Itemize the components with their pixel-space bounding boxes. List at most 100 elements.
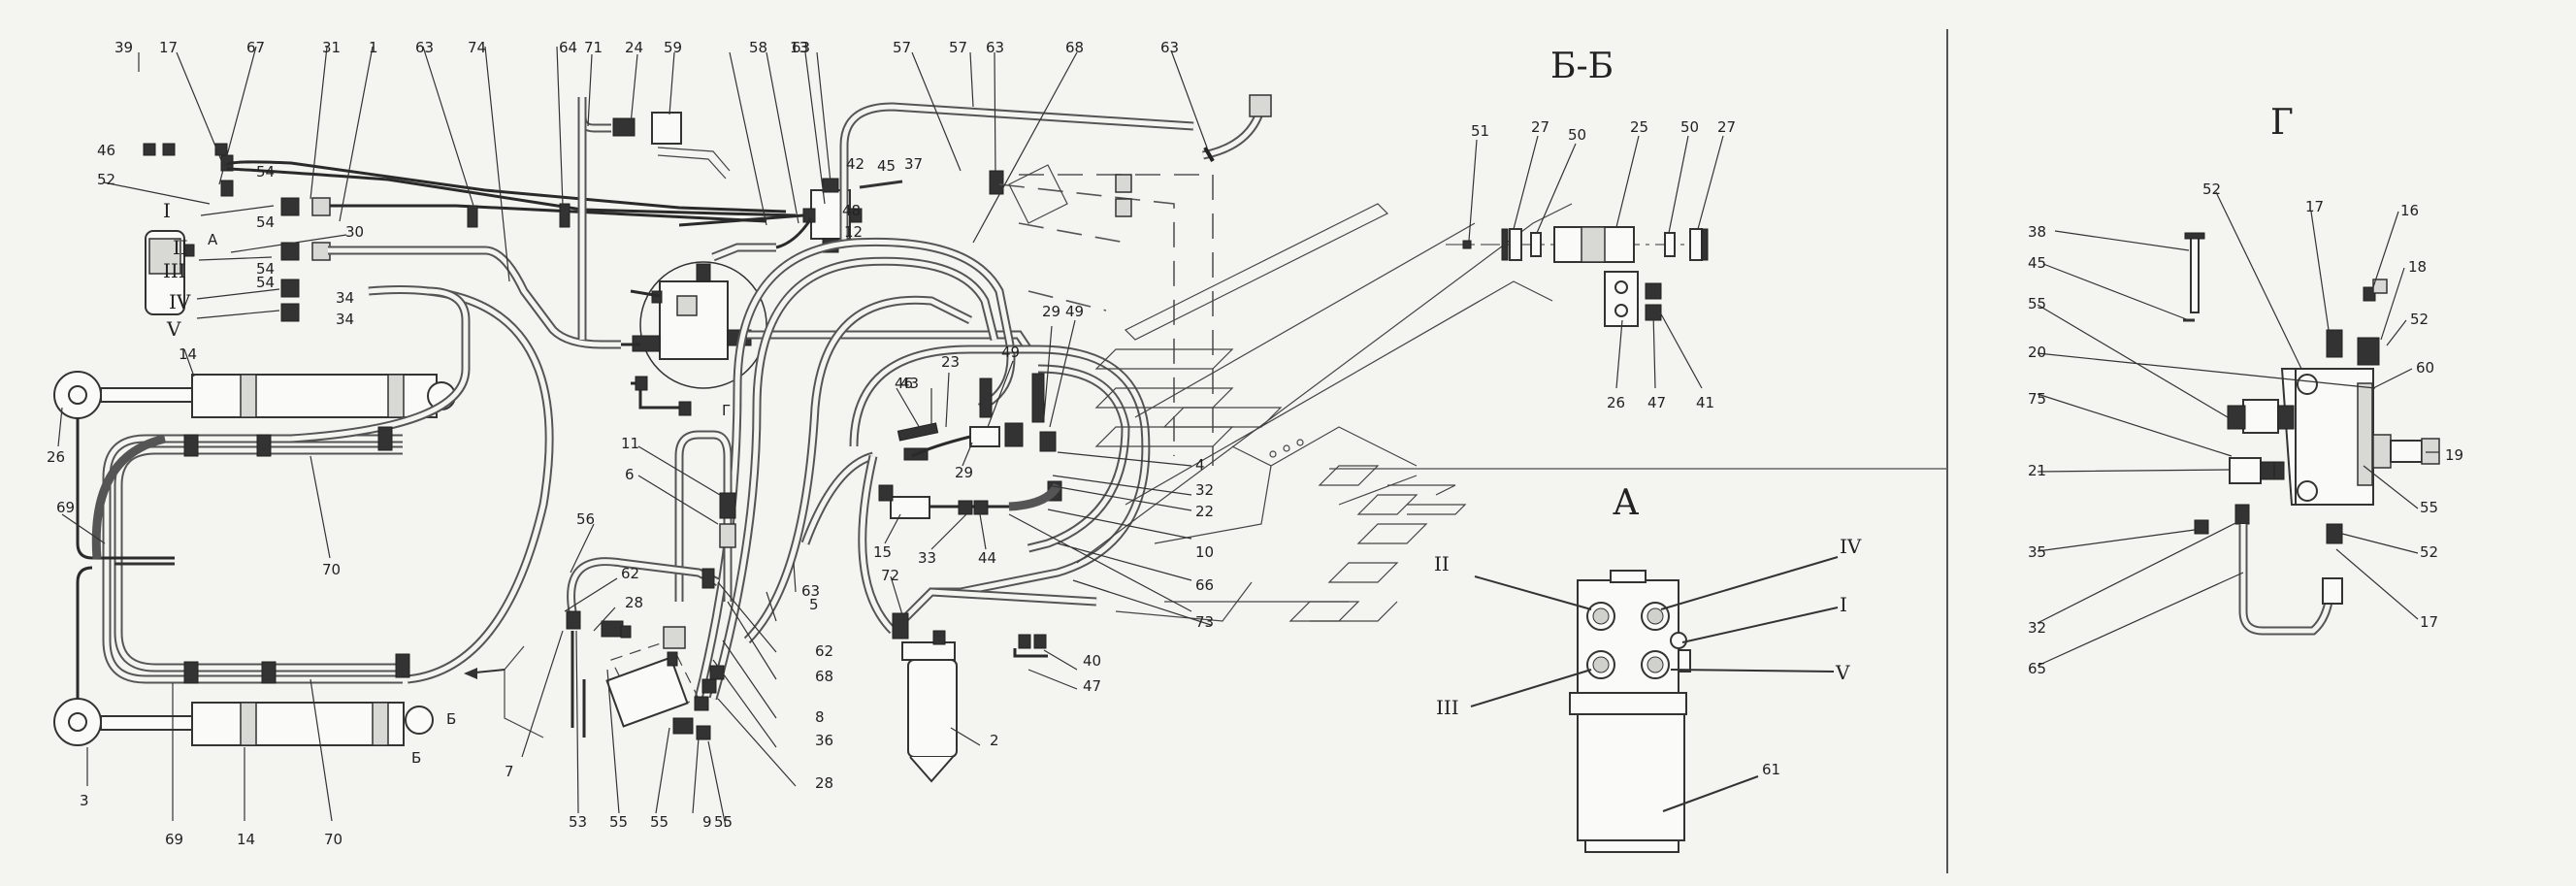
- callout-g-55: 55: [2420, 499, 2438, 516]
- callout-bb-47: 47: [1647, 394, 1666, 411]
- callout-g-45: 45: [2028, 254, 2046, 272]
- callout-main-12: 12: [844, 223, 863, 241]
- frame-ghost: [1076, 203, 1573, 622]
- callout-main-56: 56: [576, 510, 595, 528]
- callout-main-63: 63: [1160, 39, 1179, 56]
- callout-bb-27: 27: [1531, 118, 1549, 136]
- view-mark-b-top: Б: [446, 710, 456, 728]
- callout-g-55: 55: [2028, 295, 2046, 312]
- callout-a-II: II: [1434, 552, 1450, 575]
- valve-block-a: [145, 230, 195, 315]
- callout-main-22: 22: [1195, 503, 1214, 520]
- callout-main-63: 63: [415, 39, 434, 56]
- callout-main-3: 3: [80, 792, 89, 809]
- callout-main-33: 33: [918, 549, 936, 567]
- callout-main-44: 44: [978, 549, 996, 567]
- callout-main-55: 55: [609, 813, 628, 831]
- callout-main-10: 10: [1195, 543, 1214, 561]
- section-g: Г: [2037, 103, 2440, 667]
- roman-III: III: [163, 259, 186, 282]
- view-mark-b-bottom: Б: [411, 749, 421, 767]
- callout-g-18: 18: [2408, 258, 2427, 276]
- pump-unit: [464, 620, 725, 740]
- view-mark-g: Г: [722, 402, 731, 419]
- callout-main-54: 54: [256, 274, 275, 291]
- callout-g-16: 16: [2400, 202, 2419, 219]
- callout-main-63: 63: [792, 39, 810, 56]
- callout-main-67: 67: [246, 39, 265, 56]
- callout-main-55: 55: [650, 813, 668, 831]
- callout-bb-25: 25: [1630, 118, 1648, 136]
- callout-g-20: 20: [2028, 344, 2046, 361]
- callout-main-40: 40: [1083, 652, 1101, 670]
- callout-main-66: 66: [1195, 576, 1214, 594]
- callout-main-4: 4: [1195, 456, 1205, 474]
- callout-a-III: III: [1436, 696, 1459, 719]
- callout-a-I: I: [1840, 593, 1847, 616]
- callout-main-62: 62: [621, 565, 639, 582]
- callout-main-43: 43: [900, 375, 919, 392]
- callout-g-52: 52: [2202, 180, 2221, 198]
- callout-main-62: 62: [815, 642, 833, 660]
- callout-a-IV: IV: [1840, 535, 1862, 558]
- callout-bb-41: 41: [1696, 394, 1714, 411]
- callout-a-61: 61: [1762, 761, 1780, 778]
- callout-main-2: 2: [990, 732, 999, 749]
- callout-bb-27: 27: [1717, 118, 1736, 136]
- callout-g-75: 75: [2028, 390, 2046, 408]
- callout-main-23: 23: [941, 353, 960, 371]
- callout-main-53: 53: [569, 813, 587, 831]
- main-assembly: [53, 94, 1573, 783]
- callout-main-69: 69: [56, 499, 75, 516]
- section-a: А: [1470, 483, 1839, 853]
- callout-main-28: 28: [625, 594, 643, 611]
- callout-main-63: 63: [986, 39, 1004, 56]
- callout-bb-26: 26: [1607, 394, 1625, 411]
- callout-main-30: 30: [345, 223, 364, 241]
- callout-main-54: 54: [256, 260, 275, 278]
- callout-main-42: 42: [846, 155, 864, 173]
- callout-main-5: 5: [809, 596, 819, 613]
- section-bb: Б-Б: [1446, 47, 1724, 389]
- callout-main-46: 46: [895, 375, 913, 392]
- callout-main-63: 63: [801, 582, 820, 600]
- roman-I: I: [163, 199, 171, 222]
- section-g-title: Г: [2270, 103, 2294, 143]
- callout-main-72: 72: [881, 567, 899, 584]
- callout-main-6: 6: [625, 466, 635, 483]
- callout-g-17: 17: [2420, 613, 2438, 631]
- callout-main-54: 54: [256, 213, 275, 231]
- callout-main-26: 26: [47, 448, 65, 466]
- callout-main-11: 11: [621, 435, 639, 452]
- callout-main-70: 70: [324, 831, 342, 848]
- callout-main-69: 69: [165, 831, 183, 848]
- callout-main-36: 36: [815, 732, 833, 749]
- callout-main-52: 52: [97, 171, 115, 188]
- cylinder-top: [53, 371, 456, 419]
- callout-main-49: 49: [1001, 344, 1020, 361]
- callout-main-28: 28: [815, 774, 833, 792]
- roman-V: V: [166, 317, 181, 341]
- callout-g-21: 21: [2028, 462, 2046, 479]
- roman-II: II: [173, 236, 188, 259]
- callout-main-31: 31: [322, 39, 341, 56]
- callout-main-57: 57: [893, 39, 911, 56]
- callout-main-34: 34: [336, 289, 354, 307]
- callout-main-29: 29: [1042, 303, 1060, 320]
- callout-g-17: 17: [2305, 198, 2324, 215]
- callout-g-32: 32: [2028, 619, 2046, 637]
- callout-main-57: 57: [949, 39, 967, 56]
- callout-main-1: 1: [369, 39, 378, 56]
- cylinder-bottom: [53, 698, 434, 746]
- callout-main-29: 29: [955, 464, 973, 481]
- section-a-title: А: [1613, 483, 1639, 523]
- callout-main-24: 24: [625, 39, 643, 56]
- callout-main-7: 7: [505, 763, 514, 780]
- callout-main-74: 74: [468, 39, 486, 56]
- callout-main-39: 39: [114, 39, 133, 56]
- fittings-group: [143, 143, 331, 322]
- callout-main-54: 54: [256, 163, 275, 180]
- roman-IV: IV: [169, 290, 191, 313]
- callout-main-37: 37: [904, 155, 923, 173]
- callout-main-68: 68: [815, 668, 833, 685]
